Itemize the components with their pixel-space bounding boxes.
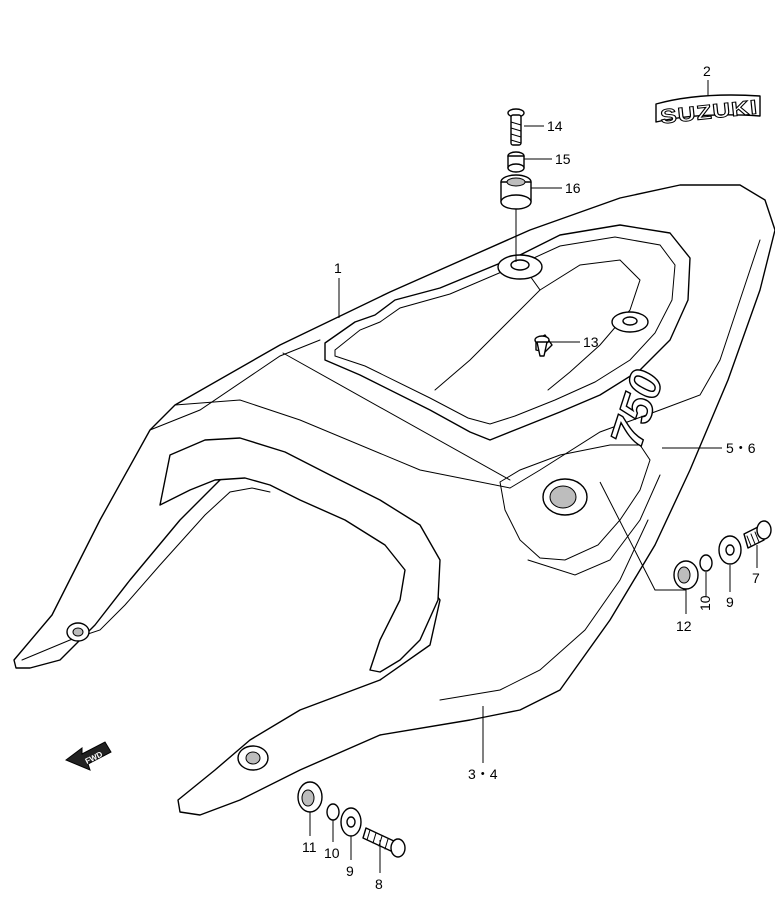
callout-8: 8 <box>375 876 383 892</box>
callout-10-right: 10 <box>697 595 713 611</box>
callout-14: 14 <box>547 118 563 134</box>
callout-10-left: 10 <box>324 845 340 861</box>
leader-lines <box>309 80 758 873</box>
callout-1: 1 <box>334 260 342 276</box>
callout-12: 12 <box>676 618 692 634</box>
spacer-15 <box>507 151 525 173</box>
seat-tail-cover <box>13 184 775 816</box>
callout-9-left: 9 <box>346 863 354 879</box>
washer-9-left <box>340 807 362 837</box>
callout-16: 16 <box>565 180 581 196</box>
suzuki-emblem: SUZUKI <box>655 94 761 129</box>
cushion-16 <box>500 174 532 210</box>
washer-9-right <box>718 535 742 565</box>
callout-7: 7 <box>752 570 760 586</box>
callout-15: 15 <box>555 151 571 167</box>
rivet-13 <box>534 335 550 357</box>
grommet-12 <box>673 560 699 590</box>
callout-2: 2 <box>703 63 711 79</box>
callout-3-4: 3・4 <box>468 766 498 782</box>
spacer-10-left <box>326 803 340 821</box>
callout-11: 11 <box>302 839 317 855</box>
callout-labels: 2 14 15 16 1 13 5・6 12 10 9 7 3・4 11 10 … <box>302 63 760 892</box>
callout-5-6: 5・6 <box>726 440 756 456</box>
callout-13: 13 <box>583 334 599 350</box>
bolt-8 <box>362 827 406 858</box>
bolt-7 <box>743 520 772 549</box>
spacer-10-right <box>699 554 713 572</box>
callout-9-right: 9 <box>726 594 734 610</box>
grommet-11 <box>297 781 323 813</box>
forward-direction-arrow: FWD <box>65 741 112 771</box>
screw-14 <box>507 108 525 146</box>
